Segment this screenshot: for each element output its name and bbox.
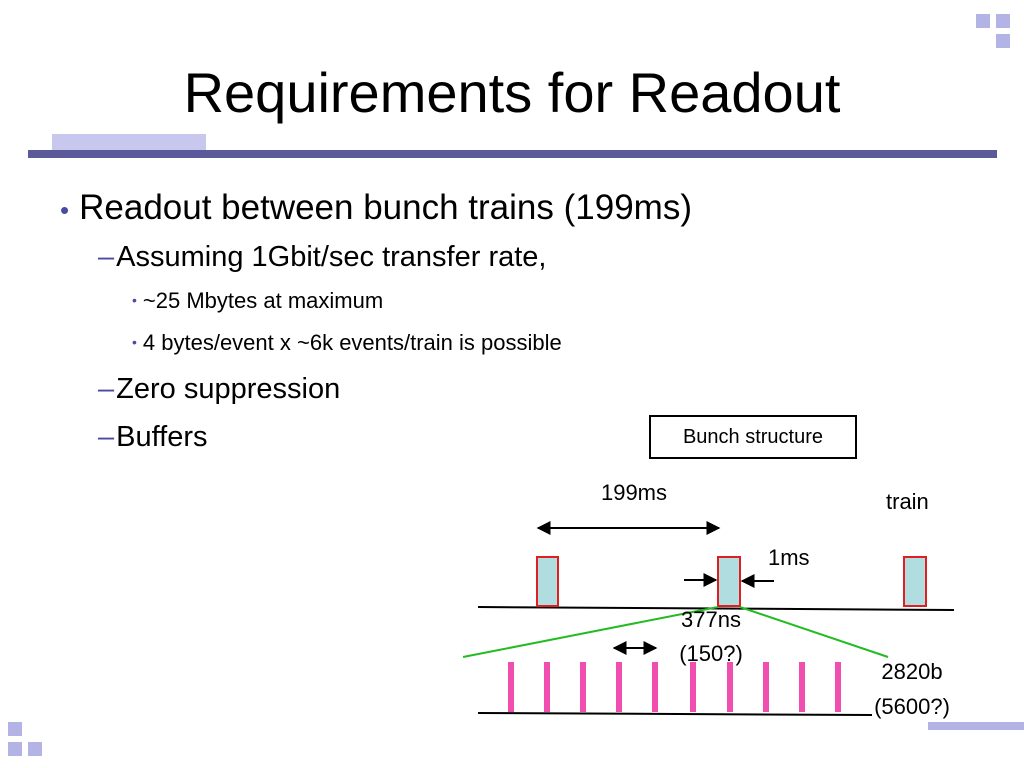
bullet-item: –Assuming 1Gbit/sec transfer rate,: [98, 233, 960, 281]
train-block: [903, 556, 927, 607]
bullet-marker: •: [132, 334, 137, 350]
bullet-text: 4 bytes/event x ~6k events/train is poss…: [142, 330, 562, 355]
bottom-right-accent-bar: [928, 722, 1024, 730]
train-block: [536, 556, 559, 607]
bunch-timeline: [477, 712, 873, 716]
zoom-line-right: [739, 606, 889, 658]
bunch-spacing-alt-label: (150?): [679, 641, 743, 666]
bunch-marker: [616, 662, 622, 712]
bunch-marker: [690, 662, 696, 712]
bunch-marker: [508, 662, 514, 712]
bullet-item: • Readout between bunch trains (199ms): [60, 185, 960, 233]
train-length-label: 1ms: [768, 545, 810, 570]
bunch-marker: [835, 662, 841, 712]
bullet-item: –Zero suppression: [98, 365, 960, 413]
bullet-item: –Buffers: [98, 413, 960, 461]
bullet-text: Buffers: [116, 421, 208, 453]
bullet-marker: –: [98, 373, 115, 405]
bullet-text: ~25 Mbytes at maximum: [142, 288, 384, 313]
title-underline-accent: [52, 134, 206, 150]
bunch-spacing-label: 377ns: [681, 607, 741, 632]
title-underline: [28, 150, 997, 158]
bullet-item: • ~25 Mbytes at maximum: [132, 281, 960, 323]
slide-title: Requirements for Readout: [183, 61, 841, 124]
bullet-marker: –: [98, 421, 115, 453]
bunch-structure-label-box: Bunch structure: [649, 415, 857, 459]
bullet-text: Readout between bunch trains (199ms): [79, 188, 692, 227]
bullet-marker: –: [98, 241, 115, 273]
bullet-marker: •: [60, 195, 70, 225]
train-label: train: [886, 489, 929, 514]
bunch-marker: [580, 662, 586, 712]
bunch-marker: [799, 662, 805, 712]
bunch-marker: [544, 662, 550, 712]
bunch-marker: [763, 662, 769, 712]
train-timeline: [477, 606, 955, 611]
bullet-text: Zero suppression: [116, 373, 341, 405]
bunch-marker: [652, 662, 658, 712]
bunch-markers: [508, 662, 841, 712]
bunch-count-label: 2820b: [881, 659, 943, 684]
zoom-line-left: [462, 606, 719, 658]
train-spacing-label: 199ms: [600, 480, 668, 505]
train-block: [717, 556, 741, 607]
bunch-count-alt-label: (5600?): [874, 694, 950, 719]
bullet-text: Assuming 1Gbit/sec transfer rate,: [116, 241, 547, 273]
bullet-list: •Readout between bunch trains (199ms) –A…: [60, 185, 960, 461]
bullet-marker: •: [132, 292, 137, 308]
bullet-item: • 4 bytes/event x ~6k events/train is pos…: [132, 323, 960, 365]
bunch-marker: [727, 662, 733, 712]
